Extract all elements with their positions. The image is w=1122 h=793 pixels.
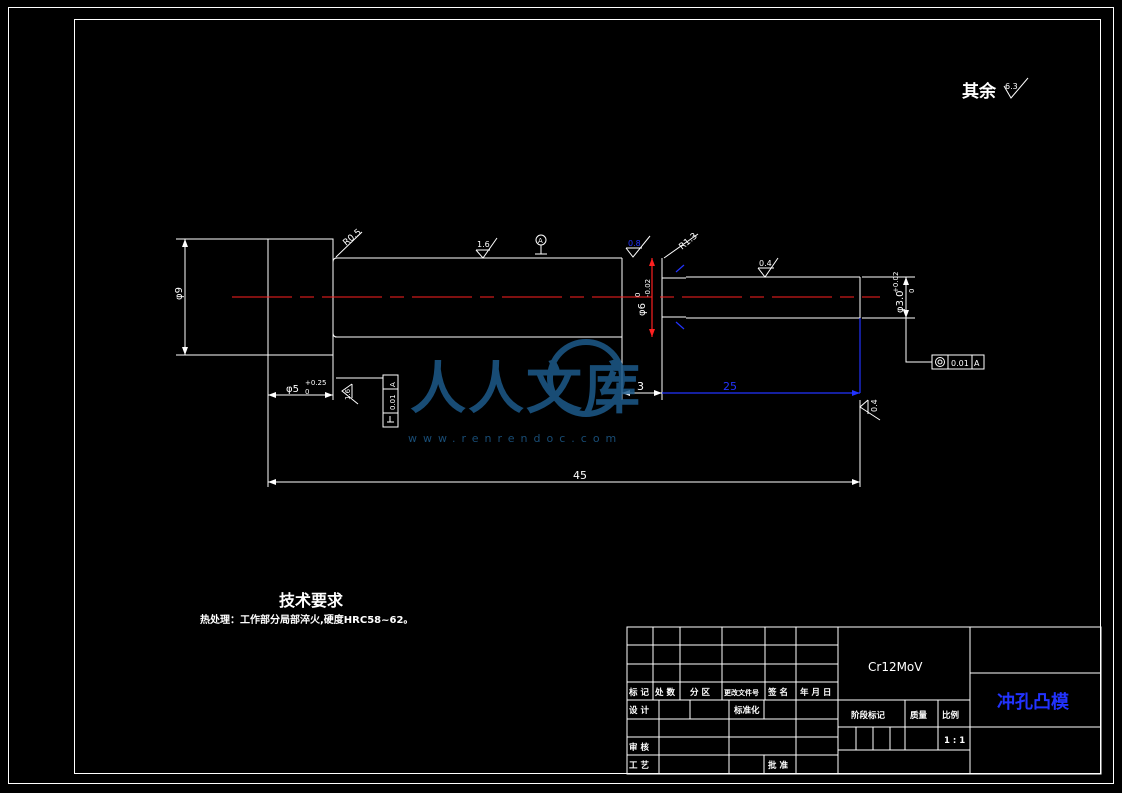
tb-review: 审 核 bbox=[629, 742, 649, 753]
roughness-tip-end-value: 0.4 bbox=[870, 399, 879, 412]
length-25-label: 25 bbox=[723, 380, 737, 393]
chamfer-marks bbox=[675, 264, 685, 330]
surface-note-symbol bbox=[1003, 77, 1029, 99]
roughness-tip-value: 0.4 bbox=[759, 259, 772, 268]
perp-value: 0.01 bbox=[389, 394, 397, 410]
watermark-text: 人人文库 bbox=[410, 357, 642, 422]
inner-frame bbox=[74, 19, 1101, 774]
part-name: 冲孔凸模 bbox=[997, 691, 1070, 713]
surface-note-value: 6.3 bbox=[1005, 82, 1018, 91]
outer-frame bbox=[8, 7, 1114, 784]
tb-approve: 批 准 bbox=[768, 760, 788, 771]
roughness-shoulder bbox=[625, 235, 651, 258]
dim-tip-dia bbox=[862, 276, 915, 319]
tb-process: 工 艺 bbox=[629, 760, 649, 771]
coaxiality-value: 0.01 bbox=[951, 359, 969, 368]
surface-note-label: 其余 bbox=[962, 81, 997, 102]
head-fillet-label: R0.5 bbox=[342, 227, 364, 248]
roughness-shoulder-value: 0.8 bbox=[628, 239, 641, 248]
tb-scale-value: 1 : 1 bbox=[944, 736, 965, 746]
tb-h-date: 年 月 日 bbox=[800, 687, 831, 698]
dim-head-dia bbox=[176, 238, 268, 356]
part-outline bbox=[267, 238, 861, 356]
watermark-circle bbox=[547, 339, 625, 417]
roughness-head-face bbox=[341, 383, 359, 405]
tb-scale: 比例 bbox=[942, 710, 960, 721]
dim-shank-dia bbox=[649, 258, 655, 337]
dim-head-height bbox=[267, 355, 334, 487]
length-3-label: 3 bbox=[637, 380, 644, 393]
tb-h-mark: 标 记 bbox=[628, 687, 649, 698]
perp-frame bbox=[336, 374, 399, 428]
head-height-lower: 0 bbox=[305, 388, 309, 396]
tip-dia-main: φ3.0 bbox=[895, 291, 906, 314]
tb-standard: 标准化 bbox=[733, 705, 760, 716]
datum-a-letter: A bbox=[538, 237, 543, 245]
watermark: 人人文库 www.renrendoc.com bbox=[408, 339, 642, 445]
tb-h-count: 处 数 bbox=[654, 687, 675, 698]
dim-length-45 bbox=[268, 400, 861, 487]
title-block bbox=[626, 626, 1102, 775]
shank-dia-main: φ6 bbox=[637, 303, 648, 316]
roughness-head-face-value: 1.6 bbox=[344, 388, 352, 400]
shank-dia-lower: -0.02 bbox=[644, 279, 652, 297]
datum-a-marker bbox=[535, 234, 547, 255]
dim-length-25 bbox=[662, 318, 861, 396]
tech-req-title: 技术要求 bbox=[279, 591, 344, 610]
tb-design: 设 计 bbox=[629, 705, 649, 716]
head-dia-label: φ9 bbox=[174, 287, 185, 300]
coaxiality-ref: A bbox=[974, 359, 980, 368]
tip-dia-upper: +0.02 bbox=[892, 272, 900, 293]
tip-dia-lower: 0 bbox=[908, 289, 916, 293]
material-label: Cr12MoV bbox=[868, 660, 923, 674]
watermark-url: www.renrendoc.com bbox=[408, 432, 622, 445]
tb-h-docno: 更改文件号 bbox=[724, 688, 759, 697]
head-height-upper: +0.25 bbox=[305, 379, 326, 387]
roughness-tip bbox=[757, 257, 779, 278]
head-fillet-leader bbox=[335, 231, 363, 258]
roughness-shank-value: 1.6 bbox=[477, 240, 490, 249]
perp-ref: A bbox=[389, 382, 397, 387]
tb-stage-mark: 阶段标记 bbox=[851, 710, 886, 721]
shoulder-fillet-leader bbox=[663, 233, 699, 259]
head-height-main: φ5 bbox=[286, 384, 299, 395]
tech-req-line1: 热处理：工作部分局部淬火,硬度HRC58~62。 bbox=[200, 613, 413, 626]
coaxiality-frame bbox=[905, 318, 985, 370]
length-45-label: 45 bbox=[573, 469, 587, 482]
tb-h-sign: 签 名 bbox=[767, 687, 788, 698]
tb-h-zone: 分 区 bbox=[690, 687, 710, 698]
shank-dia-upper: 0 bbox=[634, 293, 642, 297]
tb-mass: 质量 bbox=[910, 710, 928, 721]
roughness-shank bbox=[475, 237, 498, 259]
